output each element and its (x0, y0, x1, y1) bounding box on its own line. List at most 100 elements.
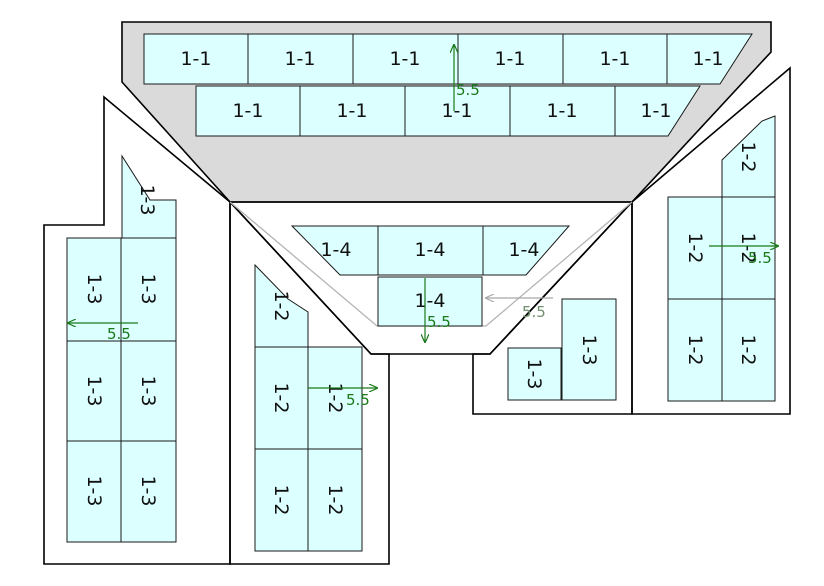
slope-arrows: 5.5 5.5 5.5 5.5 5.5 5.5 (68, 45, 778, 409)
panel-right-4: 1-2 (667, 298, 723, 402)
panel-label: 1-1 (336, 100, 367, 122)
panel-center-left-5: 1-2 (307, 448, 363, 552)
panel-label: 1-3 (137, 273, 159, 304)
panel-right-1: 1-2 (721, 115, 776, 198)
panel-center-1: 1-4 (290, 225, 379, 276)
panel-left-1: 1-3 (121, 154, 177, 239)
panel-shape (299, 85, 406, 137)
panel-shape (721, 115, 776, 198)
panel-shape (121, 154, 177, 239)
panel-label: 1-2 (324, 382, 346, 413)
slope-label: 5.5 (522, 303, 546, 321)
panel-label: 1-1 (692, 48, 723, 70)
panel-shape (307, 346, 363, 450)
panel-shape (721, 196, 776, 300)
panel-shape (195, 85, 301, 137)
panel-shape (377, 225, 484, 276)
roof-face-center-right-quad (472, 199, 633, 415)
panel-shape (120, 440, 177, 543)
panel-shape (404, 85, 511, 137)
slope-arrow-left: 5.5 (68, 323, 138, 343)
panel-label: 1-2 (270, 484, 292, 515)
panel-label: 1-3 (137, 475, 159, 506)
panel-center-right-2: 1-3 (561, 298, 617, 401)
panel-top-8: 1-1 (299, 85, 406, 137)
panel-center-2: 1-4 (377, 225, 484, 276)
panel-shape (66, 237, 122, 342)
panel-shape (561, 298, 617, 401)
panel-label: 1-1 (232, 100, 263, 122)
panel-top-2: 1-1 (247, 33, 354, 85)
panel-label: 1-1 (389, 48, 420, 70)
panel-shape (377, 276, 483, 327)
panel-label: 1-1 (599, 48, 630, 70)
slope-label: 5.5 (456, 81, 480, 99)
panel-right-3: 1-2 (721, 196, 776, 300)
panel-left-4: 1-3 (66, 340, 122, 442)
panel-label: 1-2 (737, 334, 759, 365)
panel-left-6: 1-3 (66, 440, 122, 543)
panel-label: 1-1 (546, 100, 577, 122)
panel-shape (482, 225, 571, 276)
panel-center-right-1: 1-3 (507, 347, 562, 401)
panel-left-2: 1-3 (66, 237, 122, 342)
panel-left-7: 1-3 (120, 440, 177, 543)
panel-center-4: 1-4 (377, 276, 483, 327)
slope-label: 5.5 (346, 391, 370, 409)
panel-label: 1-2 (737, 232, 759, 263)
panel-label: 1-2 (737, 141, 759, 172)
panel-top-9: 1-1 (404, 85, 511, 137)
panel-label: 1-2 (270, 382, 292, 413)
panel-top-7: 1-1 (195, 85, 301, 137)
panel-label: 1-4 (508, 239, 539, 261)
panel-label: 1-1 (180, 48, 211, 70)
panel-label: 1-3 (523, 358, 545, 389)
panel-label: 1-2 (684, 232, 706, 263)
roof-face-center-left-quad (229, 199, 390, 565)
panel-label: 1-3 (578, 334, 600, 365)
panel-center-3: 1-4 (482, 225, 571, 276)
panel-label: 1-3 (83, 375, 105, 406)
panel-top-10: 1-1 (509, 85, 616, 137)
panel-shape (507, 347, 562, 401)
panel-label: 1-3 (83, 475, 105, 506)
panel-label: 1-2 (684, 334, 706, 365)
panel-shape (614, 85, 701, 137)
panel-center-left-1: 1-2 (254, 263, 309, 348)
panel-shape (254, 263, 309, 348)
panel-right-2: 1-2 (667, 196, 723, 300)
panel-top-6: 1-1 (666, 33, 753, 85)
panel-shape (666, 33, 753, 85)
panel-shape (120, 340, 177, 442)
slope-arrow-top: 5.5 (454, 45, 480, 111)
panel-shape (66, 440, 122, 543)
slope-label: 5.5 (427, 313, 451, 331)
panel-shape (352, 33, 459, 85)
slope-arrow-center-left: 5.5 (308, 388, 377, 409)
panel-center-left-2: 1-2 (254, 346, 309, 450)
slope-label: 5.5 (748, 249, 772, 267)
panel-shape (721, 298, 776, 402)
slope-arrow-center: 5.5 (425, 278, 451, 342)
panel-shape (562, 33, 668, 85)
panel-shape (667, 298, 723, 402)
panel-label: 1-1 (284, 48, 315, 70)
panel-label: 1-4 (320, 239, 351, 261)
panel-left-5: 1-3 (120, 340, 177, 442)
panel-top-3: 1-1 (352, 33, 459, 85)
panel-label: 1-4 (414, 239, 445, 261)
panel-shape (307, 448, 363, 552)
panel-top-4: 1-1 (457, 33, 564, 85)
slope-arrow-center-right: 5.5 (486, 298, 553, 321)
panel-label: 1-2 (270, 290, 292, 321)
panel-top-5: 1-1 (562, 33, 668, 85)
panel-shape (457, 33, 564, 85)
panel-label: 1-4 (414, 290, 445, 312)
panel-label: 1-1 (494, 48, 525, 70)
panel-top-1: 1-1 (143, 33, 249, 85)
panel-label: 1-2 (324, 484, 346, 515)
panel-label: 1-3 (137, 375, 159, 406)
